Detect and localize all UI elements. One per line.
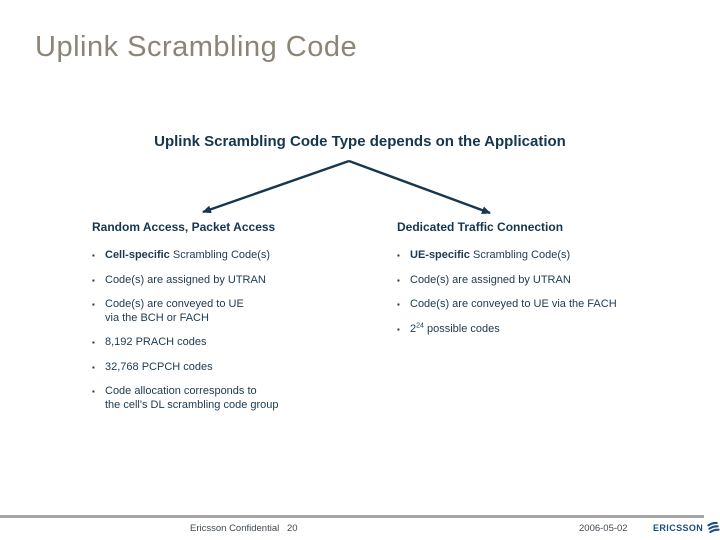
footer-confidential-label: Ericsson Confidential <box>190 523 280 534</box>
footer-date: 2006-05-02 <box>579 523 628 534</box>
list-item: ▪ UE-specific Scrambling Code(s) <box>397 249 712 263</box>
column-random-access: Random Access, Packet Access ▪ Cell-speci… <box>92 220 390 423</box>
column-dedicated-traffic: Dedicated Traffic Connection ▪ UE-specifi… <box>397 220 712 347</box>
bullet-text: 224 possible codes <box>410 321 500 335</box>
bullet-text: Code(s) are assigned by UTRAN <box>105 273 266 286</box>
page-title: Uplink Scrambling Code <box>35 31 358 63</box>
arrow-right <box>348 159 491 215</box>
footer-divider-bar <box>0 515 704 518</box>
list-item: ▪ Code(s) are assigned by UTRAN <box>92 274 390 288</box>
ericsson-three-bars-icon <box>707 521 720 534</box>
bullet-text: UE-specific Scrambling Code(s) <box>410 249 571 261</box>
bullet-icon: ▪ <box>397 251 400 260</box>
list-item: ▪ 224 possible codes <box>397 321 712 337</box>
list-item: ▪ Code(s) are conveyed to UE via the FACH <box>397 298 712 312</box>
column-heading: Random Access, Packet Access <box>92 220 276 234</box>
bullet-list: ▪ UE-specific Scrambling Code(s) ▪ Code(s)… <box>397 249 712 336</box>
bullet-text: Code(s) are conveyed to UE via the FACH <box>410 298 617 310</box>
bullet-list: ▪ Cell-specific Scrambling Code(s) ▪ Code(… <box>92 249 390 412</box>
bullet-text: 32,768 PCPCH codes <box>105 360 213 373</box>
ericsson-logo: ERICSSON <box>653 521 720 534</box>
arrow-left <box>202 159 350 214</box>
list-item: ▪ 8,192 PRACH codes <box>92 336 390 350</box>
bullet-icon: ▪ <box>397 324 400 334</box>
bullet-text: Cell-specific Scrambling Code(s) <box>105 249 271 261</box>
list-item: ▪ Code(s) are assigned by UTRAN <box>397 274 712 288</box>
bullet-icon: ▪ <box>397 300 400 309</box>
bullet-icon: ▪ <box>397 275 400 285</box>
bullet-icon: ▪ <box>92 275 95 285</box>
bullet-text: Code(s) are assigned by UTRAN <box>410 273 571 286</box>
bullet-icon: ▪ <box>92 300 95 309</box>
page-number: 20 <box>287 523 298 534</box>
ericsson-wordmark: ERICSSON <box>653 522 704 533</box>
bullet-icon: ▪ <box>92 387 95 396</box>
list-item: ▪ Cell-specific Scrambling Code(s) <box>92 249 390 263</box>
list-item: ▪ 32,768 PCPCH codes <box>92 361 390 375</box>
bullet-text: 8,192 PRACH codes <box>105 336 207 348</box>
column-heading: Dedicated Traffic Connection <box>397 220 564 234</box>
bullet-icon: ▪ <box>92 338 95 347</box>
bullet-icon: ▪ <box>92 362 95 372</box>
split-arrows-diagram <box>202 159 491 215</box>
bullet-icon: ▪ <box>92 251 95 260</box>
slide-subtitle: Uplink Scrambling Code Type depends on t… <box>154 133 566 150</box>
